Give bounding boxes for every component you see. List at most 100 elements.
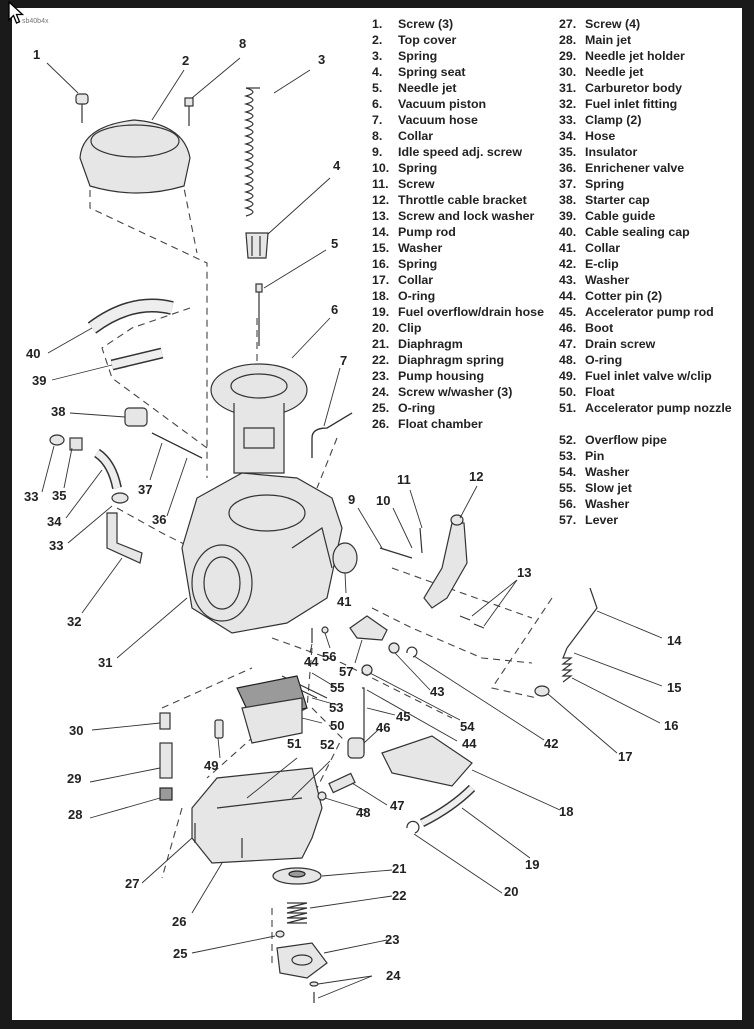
- drain-hose-part-19: [419, 784, 476, 828]
- legend-item: 36.Enrichener valve: [559, 161, 685, 175]
- legend-item: 51.Accelerator pump nozzle: [559, 401, 732, 415]
- carburetor-body-part-31: [181, 472, 343, 634]
- legend-item: 2.Top cover: [372, 33, 457, 47]
- callout-label: 54: [460, 719, 475, 734]
- callout-label: 38: [51, 404, 65, 419]
- parts-legend: 1.Screw (3) 2.Top cover 3.Spring 4.Sprin…: [372, 16, 732, 536]
- needle-jet-holder-part-29: [159, 742, 173, 779]
- parts-legend-column-2: 27.Screw (4) 28.Main jet 29.Needle jet h…: [559, 16, 734, 528]
- callout-label: 15: [667, 680, 681, 695]
- callout-label: 35: [52, 488, 66, 503]
- legend-item: 25.O-ring: [372, 401, 436, 415]
- callout-labels: 1 2 8 3 4 5 6 7 40 39 38 33 35 37 34 36 …: [24, 36, 682, 983]
- legend-item: 39.Cable guide: [559, 209, 656, 223]
- callout-label: 37: [138, 482, 152, 497]
- legend-item: 17.Collar: [372, 273, 434, 287]
- vacuum-hose-part-7: [311, 412, 353, 458]
- legend-item: 49.Fuel inlet valve w/clip: [559, 369, 712, 383]
- callout-label: 11: [397, 472, 411, 487]
- collar-part-8: [184, 97, 194, 126]
- callout-label: 14: [667, 633, 682, 648]
- idle-speed-screw-part-9: [379, 547, 413, 559]
- drain-screw-part-47: [328, 772, 356, 794]
- boot-part-46: [347, 737, 365, 759]
- clip-part-20: [406, 820, 420, 834]
- callout-label: 48: [356, 805, 370, 820]
- callout-label: 26: [172, 914, 186, 929]
- callout-label: 13: [517, 565, 531, 580]
- insulator-part-35: [69, 437, 83, 451]
- legend-item: 30.Needle jet: [559, 65, 644, 79]
- spring-seat-part-4: [245, 232, 269, 259]
- callout-label: 7: [340, 353, 347, 368]
- pump-housing-part-23: [276, 942, 328, 979]
- parts-legend-column-1: 1.Screw (3) 2.Top cover 3.Spring 4.Sprin…: [372, 16, 557, 432]
- diaphragm-spring-part-22: [286, 902, 308, 924]
- collar-part-41: [332, 542, 358, 574]
- legend-item: 56.Washer: [559, 497, 630, 511]
- callout-label: 39: [32, 373, 46, 388]
- callout-label: 45: [396, 709, 410, 724]
- legend-item: 18.O-ring: [372, 289, 436, 303]
- legend-item: 27.Screw (4): [559, 17, 641, 31]
- callout-label: 9: [348, 492, 355, 507]
- legend-item: 43.Washer: [559, 273, 630, 287]
- legend-item: 7.Vacuum hose: [372, 113, 478, 127]
- screw-part-1: [75, 93, 89, 123]
- callout-label: 19: [525, 857, 539, 872]
- legend-item: 32.Fuel inlet fitting: [559, 97, 678, 111]
- pump-rod-part-14: [566, 587, 598, 649]
- legend-item: 8.Collar: [372, 129, 434, 143]
- legend-item: 11.Screw: [372, 177, 435, 191]
- legend-item: 16.Spring: [372, 257, 438, 271]
- legend-item: 4.Spring seat: [372, 65, 466, 79]
- legend-item: 26.Float chamber: [372, 417, 483, 431]
- legend-item: 37.Spring: [559, 177, 625, 191]
- cable-sealing-cap-part-40: [87, 298, 174, 334]
- legend-item: 52.Overflow pipe: [559, 433, 667, 447]
- legend-item: 54.Washer: [559, 465, 630, 479]
- legend-item: 15.Washer: [372, 241, 443, 255]
- legend-item: 21.Diaphragm: [372, 337, 463, 351]
- callout-label: 57: [339, 664, 353, 679]
- accelerator-pump-rod-part-45: [362, 687, 365, 753]
- callout-label: 27: [125, 876, 139, 891]
- legend-item: 23.Pump housing: [372, 369, 485, 383]
- callout-label: 47: [390, 798, 404, 813]
- legend-item: 12.Throttle cable bracket: [372, 193, 527, 207]
- callout-label: 41: [337, 594, 351, 609]
- float-chamber-part-26: [191, 767, 323, 864]
- o-ring-part-18: [381, 735, 473, 787]
- legend-item: 5.Needle jet: [372, 81, 457, 95]
- screw-lock-washer-part-13: [459, 615, 485, 629]
- legend-item: 38.Starter cap: [559, 193, 650, 207]
- callout-label: 6: [331, 302, 338, 317]
- callout-label: 44: [304, 654, 319, 669]
- callout-label: 55: [330, 680, 344, 695]
- callout-label: 53: [329, 700, 343, 715]
- callout-label: 22: [392, 888, 406, 903]
- callout-label: 1: [33, 47, 40, 62]
- legend-item: 34.Hose: [559, 129, 616, 143]
- legend-item: 9.Idle speed adj. screw: [372, 145, 522, 159]
- callout-label: 33: [49, 538, 63, 553]
- legend-item: 20.Clip: [372, 321, 422, 335]
- legend-item: 22.Diaphragm spring: [372, 353, 505, 367]
- legend-item: 44.Cotter pin (2): [559, 289, 663, 303]
- needle-jet-part-30: [159, 712, 171, 730]
- main-jet-part-28: [159, 787, 173, 801]
- screw-part-24: [309, 981, 319, 1003]
- washer-part-54: [361, 664, 373, 676]
- callout-label: 42: [544, 736, 558, 751]
- callout-label: 18: [559, 804, 573, 819]
- spring-part-3: [243, 87, 260, 217]
- legend-item: 1.Screw (3): [372, 17, 454, 31]
- needle-part-5: [255, 283, 263, 346]
- callout-label: 10: [376, 493, 390, 508]
- part-shapes: [49, 87, 598, 1003]
- enrichener-valve-part-36: [151, 432, 203, 459]
- legend-item: 45.Accelerator pump rod: [559, 305, 714, 319]
- leader-lines: [41, 57, 663, 999]
- callout-label: 31: [98, 655, 112, 670]
- legend-item: 6.Vacuum piston: [372, 97, 487, 111]
